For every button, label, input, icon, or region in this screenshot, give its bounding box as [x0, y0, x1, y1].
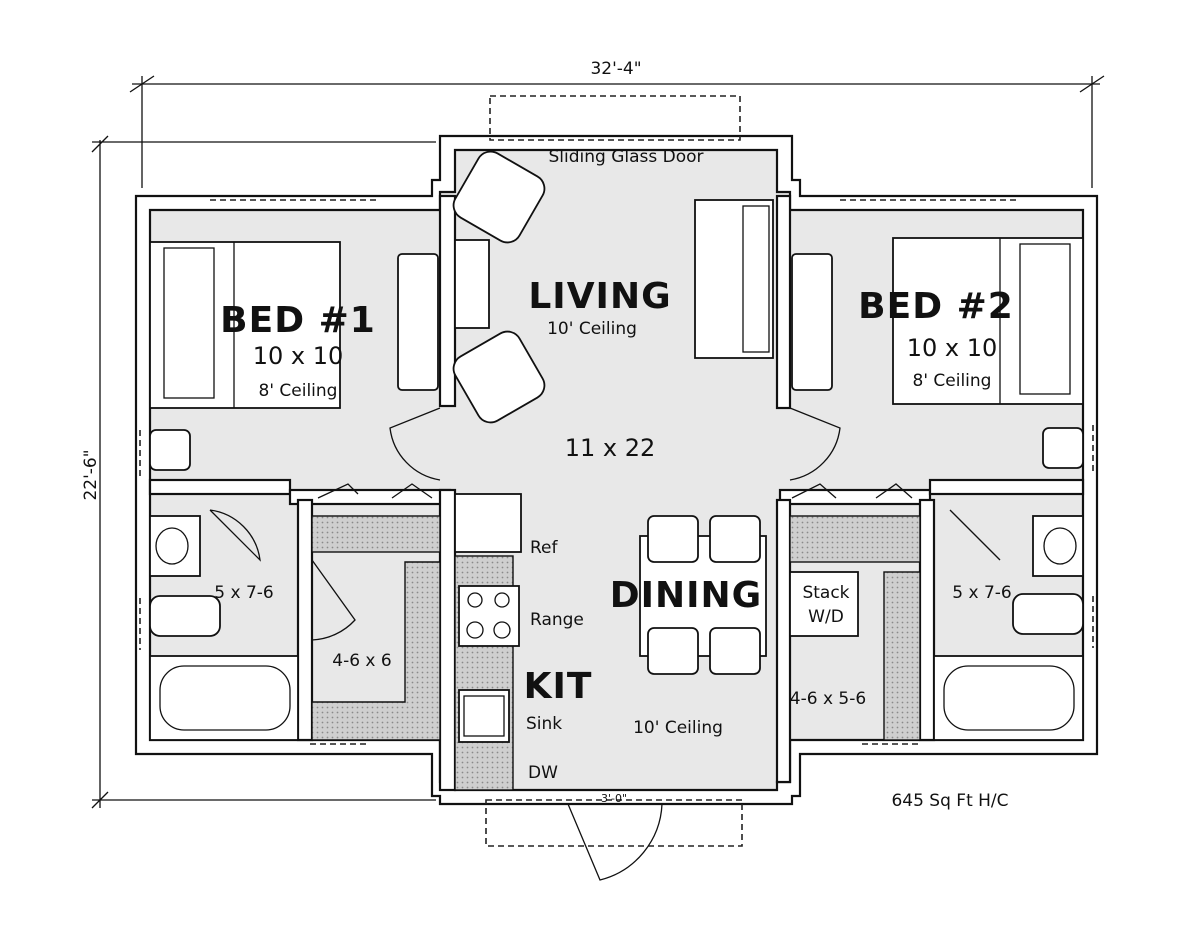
kitchen-label: KIT [524, 666, 593, 707]
dishwasher-label: DW [528, 763, 558, 783]
overall-width-dimension: 32'-4" [590, 59, 641, 79]
openings [139, 95, 1094, 847]
ref-label: Ref [530, 538, 559, 558]
dining-label: DINING [610, 575, 762, 616]
bed2-ceiling-label: 8' Ceiling [913, 371, 992, 391]
area-label: 645 Sq Ft H/C [891, 791, 1008, 811]
stack-label: Stack [802, 583, 849, 603]
great-room-size-label: 11 x 22 [565, 434, 656, 462]
interior-walls [148, 194, 1085, 792]
bath2-size-label: 5 x 7-6 [952, 583, 1011, 603]
closet2-size-label: 4-6 x 5-6 [790, 689, 866, 709]
kitchen-ceiling-label: 10' Ceiling [633, 718, 723, 738]
living-room-label: LIVING [528, 276, 671, 317]
range-label: Range [530, 610, 584, 630]
bath1-size-label: 5 x 7-6 [214, 583, 273, 603]
bed2-furniture [791, 237, 1084, 469]
bed1-label: BED #1 [220, 300, 376, 341]
bed1-ceiling-label: 8' Ceiling [259, 381, 338, 401]
closet1-size-label: 4-6 x 6 [332, 651, 391, 671]
living-furniture [452, 150, 774, 424]
bed2-label: BED #2 [858, 286, 1014, 327]
sink-label: Sink [526, 714, 562, 734]
dining-furniture [639, 515, 767, 675]
washer-dryer-label: W/D [808, 607, 844, 627]
bed2-size-label: 10 x 10 [907, 334, 998, 362]
overall-depth-dimension: 22'-6" [81, 449, 101, 500]
bed1-furniture [149, 241, 439, 471]
sliding-glass-door-label: Sliding Glass Door [548, 147, 703, 167]
bath-fixtures [149, 515, 1084, 741]
dimension-lines [91, 75, 1105, 809]
front-door-dimension: 3'-0" [601, 792, 627, 805]
door-swings [209, 407, 1001, 881]
bed1-size-label: 10 x 10 [253, 342, 344, 370]
living-ceiling-label: 10' Ceiling [547, 319, 637, 339]
cabinetry [311, 493, 921, 791]
